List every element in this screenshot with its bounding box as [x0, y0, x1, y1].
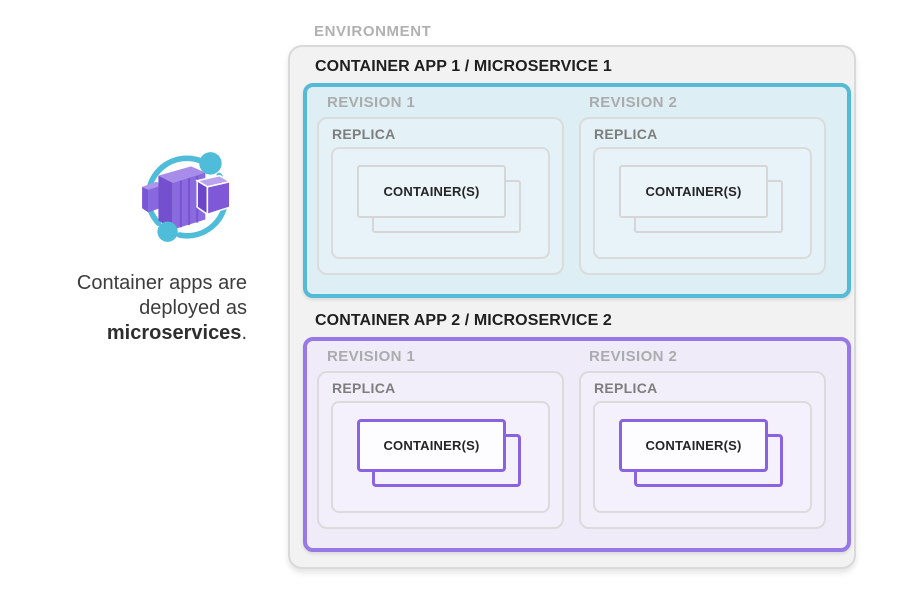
container-stack: CONTAINER(S): [619, 419, 789, 491]
app-2-revision-2: REVISION 2 REPLICA CONTAINER(S): [577, 343, 829, 545]
revision-label: REVISION 1: [327, 94, 416, 111]
caption-line-1: Container apps are: [76, 272, 247, 294]
environment-label: ENVIRONMENT: [314, 23, 432, 40]
pod-box: CONTAINER(S): [331, 401, 550, 513]
container-stack: CONTAINER(S): [619, 165, 789, 237]
replica-box: REPLICA CONTAINER(S): [579, 117, 826, 275]
icon-dot-top-right: [199, 152, 222, 175]
replica-box: REPLICA CONTAINER(S): [317, 371, 564, 529]
caption: Container apps are deployed as microserv…: [28, 271, 247, 346]
app-1-revision-1: REVISION 1 REPLICA CONTAINER(S): [315, 89, 567, 291]
replica-label: REPLICA: [594, 380, 658, 396]
revision-label: REVISION 1: [327, 348, 416, 365]
caption-line-2: deployed as: [139, 297, 247, 319]
app-1-revision-2: REVISION 2 REPLICA CONTAINER(S): [577, 89, 829, 291]
app-2-revision-1: REVISION 1 REPLICA CONTAINER(S): [315, 343, 567, 545]
environment-box: CONTAINER APP 1 / MICROSERVICE 1 REVISIO…: [288, 45, 856, 569]
pod-box: CONTAINER(S): [593, 147, 812, 259]
replica-label: REPLICA: [332, 380, 396, 396]
pod-box: CONTAINER(S): [331, 147, 550, 259]
caption-bold-word: microservices: [106, 322, 242, 344]
icon-dot-bottom-left: [157, 221, 178, 242]
container-front: CONTAINER(S): [619, 419, 768, 472]
container-front: CONTAINER(S): [619, 165, 768, 218]
container-stack: CONTAINER(S): [357, 165, 527, 237]
revision-label: REVISION 2: [589, 94, 678, 111]
pod-box: CONTAINER(S): [593, 401, 812, 513]
container-front: CONTAINER(S): [357, 165, 506, 218]
app-1-title: CONTAINER APP 1 / MICROSERVICE 1: [315, 58, 612, 75]
app-2-box: REVISION 1 REPLICA CONTAINER(S) REVISION…: [303, 337, 851, 552]
icon-cube-left: [158, 175, 173, 230]
caption-suffix: .: [241, 322, 247, 344]
container-apps-icon-svg: [142, 152, 232, 242]
replica-label: REPLICA: [332, 126, 396, 142]
container-front: CONTAINER(S): [357, 419, 506, 472]
app-2-title: CONTAINER APP 2 / MICROSERVICE 2: [315, 312, 612, 329]
replica-label: REPLICA: [594, 126, 658, 142]
replica-box: REPLICA CONTAINER(S): [579, 371, 826, 529]
app-1-box: REVISION 1 REPLICA CONTAINER(S) REVISION…: [303, 83, 851, 298]
revision-label: REVISION 2: [589, 348, 678, 365]
icon-cube-top: [158, 166, 206, 183]
container-stack: CONTAINER(S): [357, 419, 527, 491]
replica-box: REPLICA CONTAINER(S): [317, 117, 564, 275]
container-apps-icon: [137, 141, 239, 251]
